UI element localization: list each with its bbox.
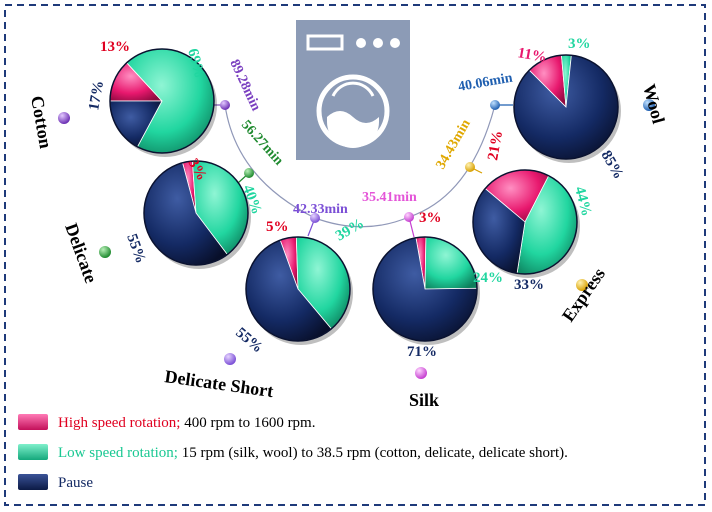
delicate-curve-dot [244,168,254,178]
figure-frame: 13% 69% 17% 3% 40% 55% 5% 39% 55% 3% 24%… [4,4,706,506]
cotton-time-label: 89.28min [226,57,263,113]
cotton-low-label: 69% [184,47,207,80]
pie-rim [513,54,619,160]
legend-high-desc: 400 rpm to 1600 rpm. [180,415,315,431]
express-ball [576,279,588,291]
silk-ball [415,367,427,379]
cotton-high-label: 13% [100,39,130,55]
wool-time-label: 40.06min [457,71,514,95]
legend-item-high: High speed rotation; 400 rpm to 1600 rpm… [18,414,315,431]
wool-high-label: 11% [516,45,548,66]
pie-rim [109,48,215,154]
cotton-ball [58,112,70,124]
legend-item-pause: Pause [18,474,93,491]
pie-rim [372,236,478,342]
legend-pause-title: Pause [58,475,93,491]
delicate-name: Delicate [61,221,101,286]
washing-machine-icon [296,20,410,160]
legend: High speed rotation; 400 rpm to 1600 rpm… [18,414,568,491]
pie-delicate [143,160,251,269]
program-pie-chart: 13% 69% 17% 3% 40% 55% 5% 39% 55% 3% 24%… [4,4,706,506]
legend-low-title: Low speed rotation; [58,445,178,461]
wool-low-label: 3% [568,36,591,52]
legend-high-title: High speed rotation; [58,415,180,431]
delicate-ball [99,246,111,258]
svg-text:Low speed rotation; 15 rpm (si: Low speed rotation; 15 rpm (silk, wool) … [58,445,568,461]
express-high-label: 21% [485,129,506,161]
cotton-curve-dot [220,100,230,110]
pie-express [472,169,580,278]
delshort-curve-dot [310,213,320,223]
delshort-pause-label: 55% [232,325,265,357]
wool-ball [643,99,655,111]
pie-silk [372,236,480,345]
cotton-name: Cotton [27,94,56,150]
silk-time-label: 35.41min [362,190,417,205]
pie-delicate-short [245,236,353,345]
pie-rim [472,169,578,275]
legend-swatch-low [18,444,48,460]
legend-item-low: Low speed rotation; 15 rpm (silk, wool) … [18,444,568,461]
svg-text:High speed rotation; 400 rpm t: High speed rotation; 400 rpm to 1600 rpm… [58,415,315,431]
delicate-pause-label: 55% [123,232,148,266]
wool-pause-label: 85% [598,148,627,182]
delshort-ball [224,353,236,365]
delicate-time-label: 56.27min [238,118,286,169]
silk-pause-label: 71% [407,344,437,360]
border [4,4,706,506]
legend-low-desc: 15 rpm (silk, wool) to 38.5 rpm (cotton,… [178,445,568,461]
express-name: Express [558,264,609,325]
silk-name: Silk [409,390,439,410]
delshort-high-label: 5% [266,219,289,235]
pie-rim [245,236,351,342]
express-low-label: 44% [571,185,594,218]
wool-curve-dot [490,100,500,110]
express-curve-dot [465,162,475,172]
cotton-pause-label: 17% [86,79,107,111]
delshort-name: Delicate Short [163,366,274,401]
express-pause-label: 33% [514,277,544,293]
delshort-time-label: 42.33min [293,202,348,217]
duration-curve [224,104,496,228]
pie-wool [513,54,621,163]
svg-text:Pause: Pause [58,475,93,491]
silk-curve-dot [404,212,414,222]
legend-swatch-pause [18,474,48,490]
pie-cotton [109,48,217,157]
delshort-low-label: 39% [333,216,367,245]
legend-swatch-high [18,414,48,430]
silk-high-label: 3% [419,210,442,226]
silk-low-label: 24% [473,270,503,286]
pie-rim [143,160,249,266]
